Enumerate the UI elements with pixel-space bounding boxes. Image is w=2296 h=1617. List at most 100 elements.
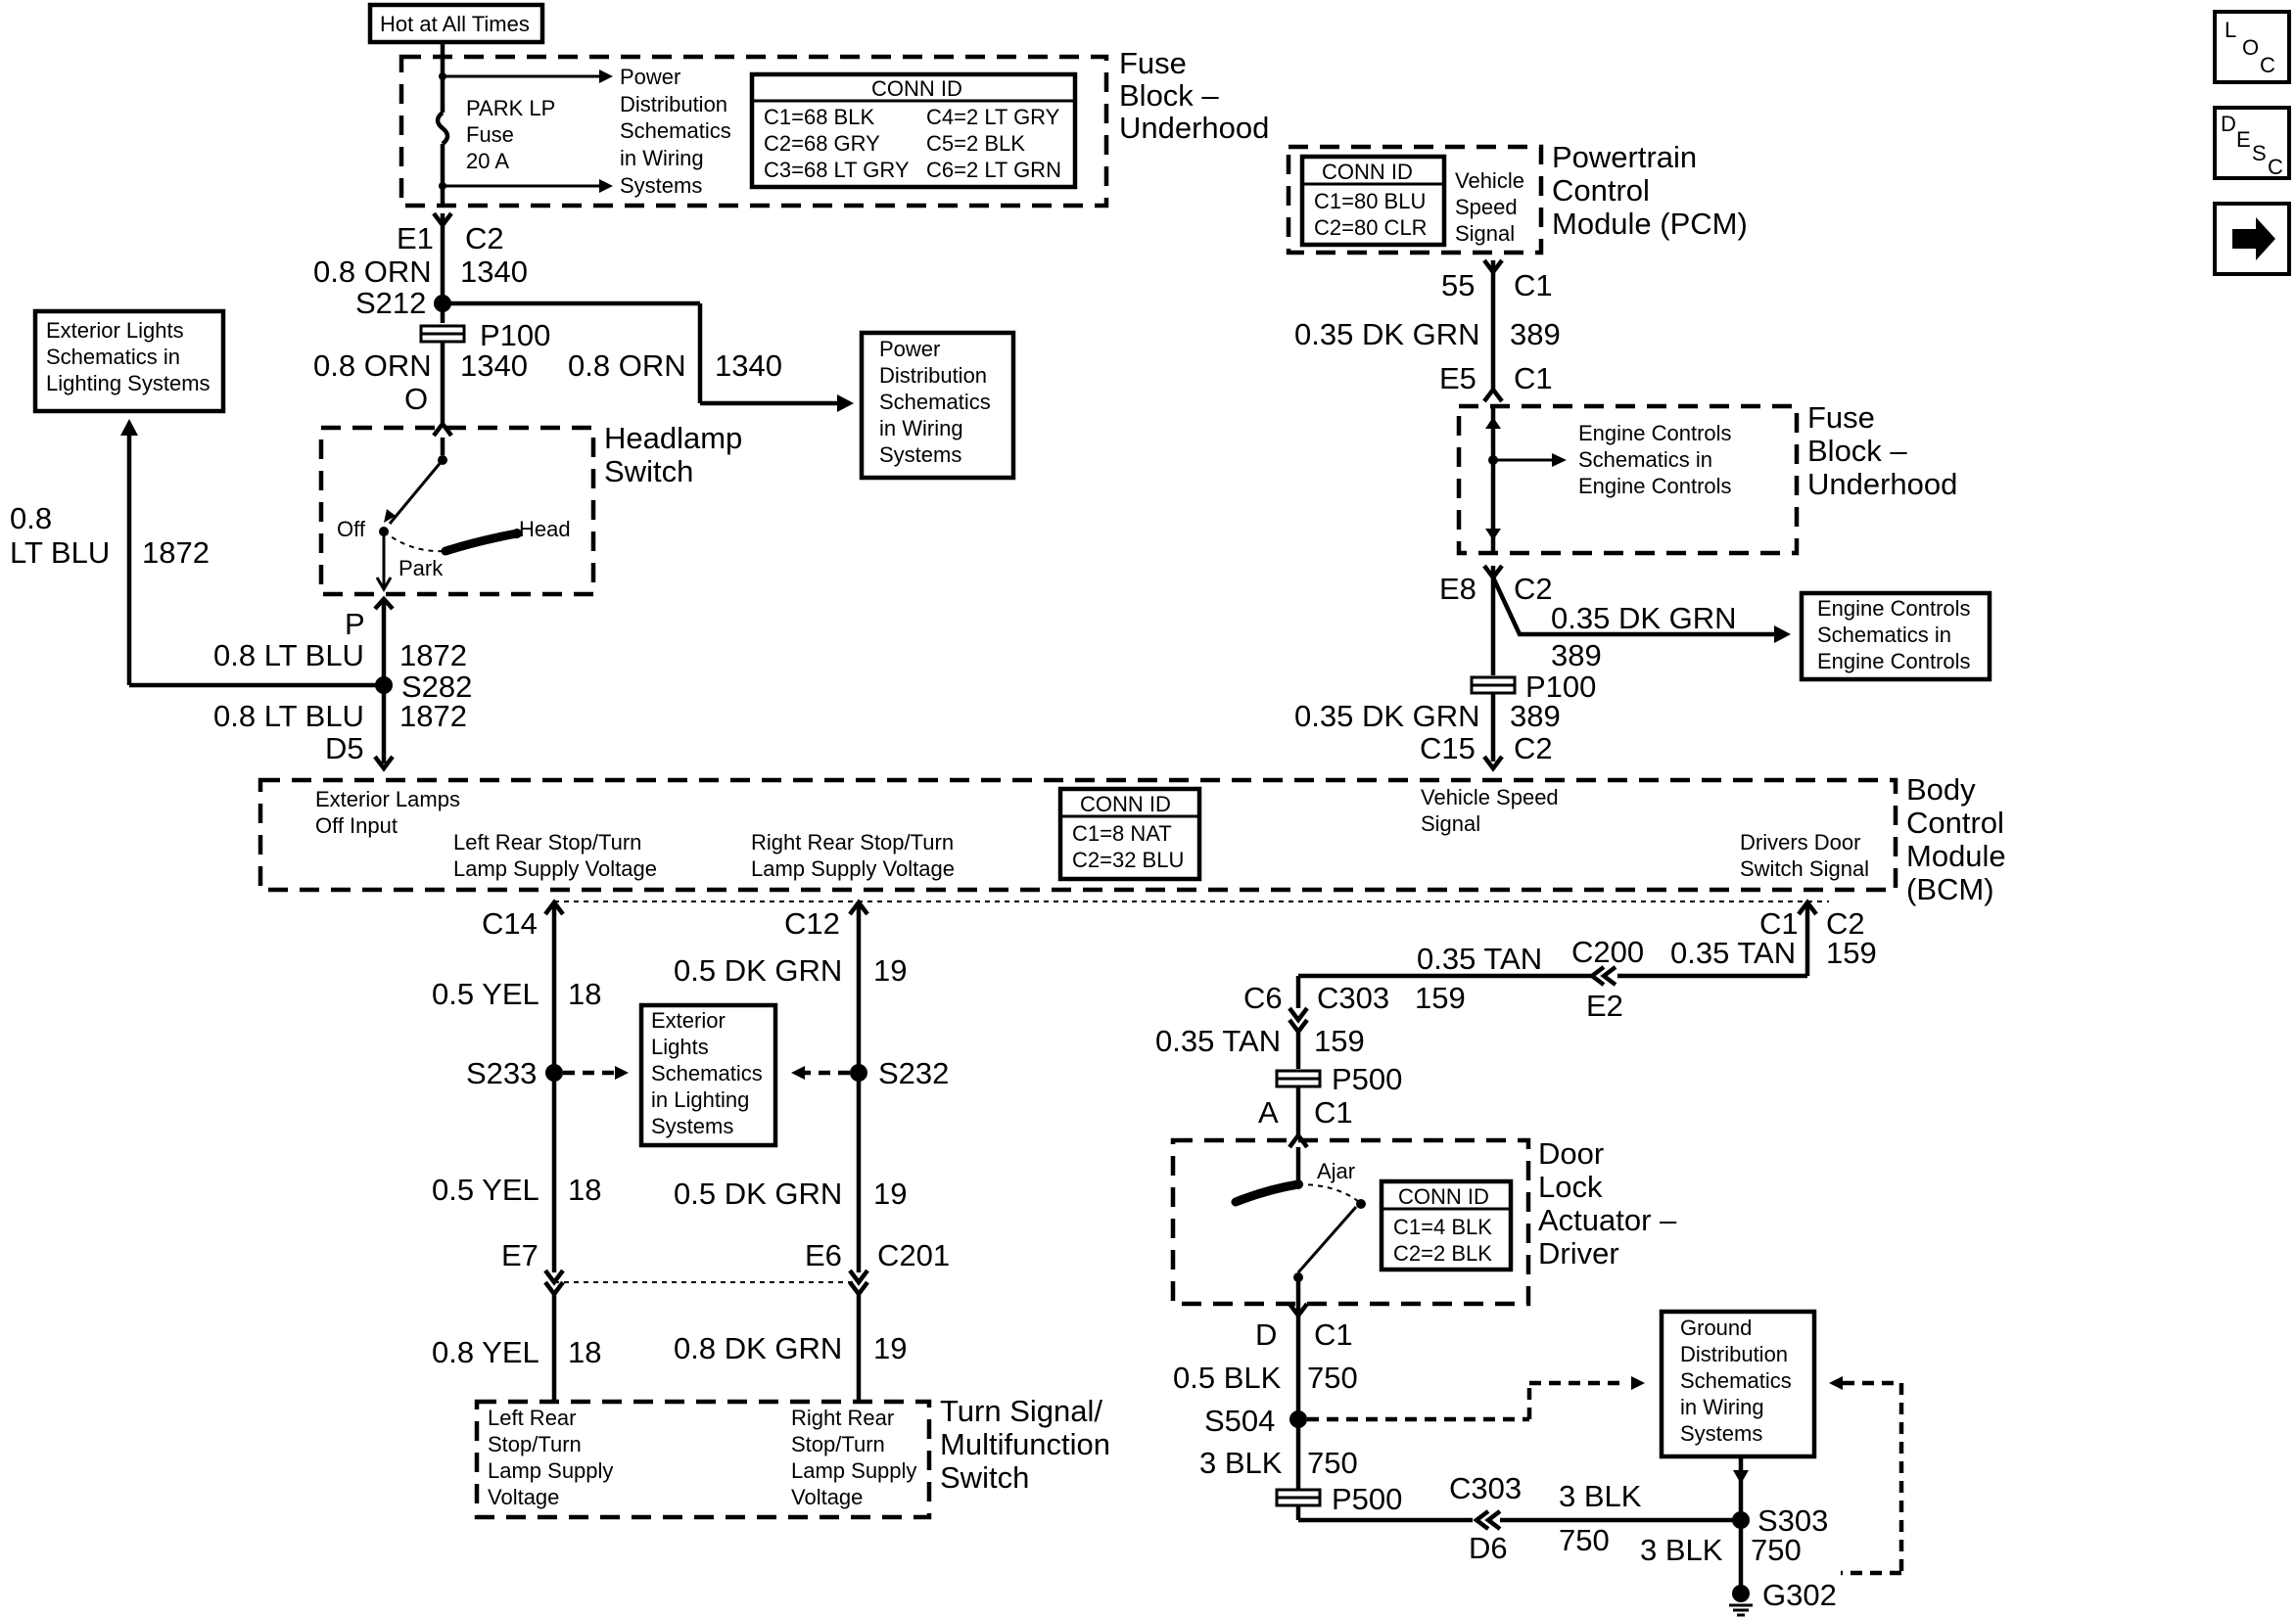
svg-text:S282: S282: [401, 670, 472, 704]
svg-text:C1: C1: [1514, 361, 1553, 395]
svg-text:389: 389: [1510, 699, 1561, 733]
svg-text:750: 750: [1559, 1523, 1610, 1557]
svg-text:C201: C201: [877, 1238, 950, 1272]
svg-text:D: D: [1255, 1317, 1277, 1352]
svg-text:Distribution: Distribution: [620, 92, 727, 116]
svg-text:C14: C14: [482, 906, 538, 941]
svg-text:Exterior Lights: Exterior Lights: [46, 318, 184, 343]
svg-text:Control: Control: [1906, 806, 2004, 840]
svg-text:C2=80 CLR: C2=80 CLR: [1314, 215, 1428, 240]
svg-text:C3=68 LT GRY: C3=68 LT GRY: [764, 158, 910, 182]
svg-text:0.8 ORN: 0.8 ORN: [568, 348, 686, 383]
svg-text:O: O: [2242, 35, 2259, 60]
svg-text:E1: E1: [397, 221, 434, 255]
svg-text:E5: E5: [1439, 361, 1476, 395]
svg-text:20 A: 20 A: [466, 149, 509, 173]
svg-text:0.35 DK GRN: 0.35 DK GRN: [1294, 699, 1480, 733]
svg-text:0.5 DK GRN: 0.5 DK GRN: [674, 953, 842, 988]
svg-text:Park: Park: [398, 556, 444, 580]
svg-text:Module (PCM): Module (PCM): [1552, 207, 1748, 241]
svg-text:3 BLK: 3 BLK: [1640, 1533, 1723, 1567]
svg-text:S212: S212: [355, 286, 426, 320]
svg-text:Module: Module: [1906, 839, 2006, 873]
yel-circuit-18: C14 0.5 YEL 18 S233 0.5 YEL 18 E7 0.8 YE…: [432, 899, 629, 1400]
svg-text:Engine Controls: Engine Controls: [1817, 649, 1971, 673]
svg-text:P500: P500: [1332, 1482, 1402, 1516]
svg-text:0.35 DK GRN: 0.35 DK GRN: [1551, 601, 1737, 635]
svg-text:Turn Signal/: Turn Signal/: [940, 1394, 1102, 1428]
orn-circuit-1340: E1 C2 0.8 ORN 1340 S212 0.8 ORN 1340 P10…: [313, 211, 854, 438]
svg-text:Fuse: Fuse: [1119, 46, 1187, 80]
svg-text:CONN ID: CONN ID: [1398, 1184, 1489, 1209]
svg-text:P500: P500: [1332, 1062, 1402, 1096]
svg-text:Stop/Turn: Stop/Turn: [791, 1432, 885, 1456]
svg-text:1872: 1872: [399, 638, 467, 672]
svg-text:S232: S232: [878, 1056, 949, 1090]
svg-text:159: 159: [1314, 1024, 1365, 1058]
svg-text:1340: 1340: [715, 348, 782, 383]
svg-text:Switch: Switch: [940, 1460, 1029, 1495]
svg-text:D6: D6: [1469, 1531, 1508, 1565]
next-arrow-button[interactable]: [2213, 202, 2291, 276]
svg-text:Head: Head: [519, 517, 571, 541]
svg-text:Door: Door: [1538, 1136, 1604, 1171]
svg-text:Voltage: Voltage: [488, 1485, 559, 1509]
svg-text:Block –: Block –: [1119, 78, 1219, 113]
svg-text:0.8: 0.8: [10, 501, 52, 535]
svg-text:Vehicle Speed: Vehicle Speed: [1421, 785, 1559, 809]
svg-text:C2: C2: [1514, 572, 1553, 606]
svg-text:C2=68 GRY: C2=68 GRY: [764, 131, 880, 156]
svg-text:0.35 TAN: 0.35 TAN: [1670, 936, 1796, 970]
svg-text:1872: 1872: [142, 535, 210, 570]
svg-text:0.5 BLK: 0.5 BLK: [1173, 1361, 1282, 1395]
svg-text:C1=80 BLU: C1=80 BLU: [1314, 189, 1426, 213]
svg-text:Lock: Lock: [1538, 1170, 1603, 1204]
svg-text:Lamp Supply Voltage: Lamp Supply Voltage: [751, 856, 955, 881]
svg-text:Engine Controls: Engine Controls: [1578, 474, 1732, 498]
svg-text:S233: S233: [466, 1056, 537, 1090]
svg-text:0.35 TAN: 0.35 TAN: [1417, 942, 1542, 976]
svg-text:3 BLK: 3 BLK: [1559, 1479, 1642, 1513]
svg-text:18: 18: [568, 977, 601, 1011]
svg-text:1340: 1340: [460, 254, 528, 289]
svg-text:Speed: Speed: [1455, 195, 1518, 219]
svg-text:LT BLU: LT BLU: [10, 535, 110, 570]
body-control-module: Exterior Lamps Off Input Left Rear Stop/…: [258, 772, 2006, 906]
svg-text:1340: 1340: [460, 348, 528, 383]
svg-text:E: E: [2236, 127, 2251, 152]
svg-text:Signal: Signal: [1455, 221, 1515, 246]
loc-button[interactable]: L O C: [2213, 10, 2291, 84]
svg-text:CONN ID: CONN ID: [1322, 160, 1413, 184]
svg-text:P: P: [345, 607, 365, 641]
svg-text:19: 19: [873, 953, 907, 988]
svg-text:C: C: [2268, 155, 2283, 179]
svg-text:S303: S303: [1757, 1503, 1828, 1538]
svg-text:P100: P100: [480, 318, 550, 352]
svg-text:Schematics: Schematics: [1680, 1368, 1792, 1393]
svg-text:Driver: Driver: [1538, 1236, 1619, 1270]
desc-button[interactable]: D E S C: [2213, 106, 2291, 180]
svg-text:Ajar: Ajar: [1317, 1159, 1355, 1183]
svg-text:0.8 ORN: 0.8 ORN: [313, 254, 432, 289]
right-arrow-icon: [2232, 217, 2275, 260]
svg-text:0.8 YEL: 0.8 YEL: [432, 1335, 539, 1369]
svg-text:Powertrain: Powertrain: [1552, 140, 1697, 174]
dk-grn-circuit-19: C12 0.5 DK GRN 19 S232 0.5 DK GRN 19 E6 …: [674, 899, 950, 1400]
svg-text:Right Rear: Right Rear: [791, 1406, 894, 1430]
conn-id-box-fuse-block: CONN ID C1=68 BLK C2=68 GRY C3=68 LT GRY…: [749, 71, 1078, 190]
powertrain-control-module: CONN ID C1=80 BLU C2=80 CLR Vehicle Spee…: [1286, 140, 1748, 255]
svg-text:750: 750: [1307, 1361, 1358, 1395]
svg-text:Engine Controls: Engine Controls: [1817, 596, 1971, 621]
power-distribution-ref-mid: Power Distribution Schematics in Wiring …: [859, 330, 1016, 481]
svg-text:Systems: Systems: [1680, 1421, 1762, 1446]
svg-text:0.5 YEL: 0.5 YEL: [432, 1173, 539, 1207]
svg-text:Underhood: Underhood: [1807, 467, 1957, 501]
svg-text:Lamp Supply Voltage: Lamp Supply Voltage: [453, 856, 657, 881]
svg-text:L: L: [2225, 18, 2236, 42]
svg-text:Schematics: Schematics: [879, 390, 991, 414]
turn-signal-multifunction-switch: Left Rear Stop/Turn Lamp Supply Voltage …: [474, 1394, 1110, 1520]
svg-text:C1: C1: [1314, 1317, 1353, 1352]
svg-text:Schematics in: Schematics in: [1578, 447, 1712, 472]
svg-text:Body: Body: [1906, 772, 1976, 807]
svg-text:Schematics in: Schematics in: [1817, 623, 1951, 647]
